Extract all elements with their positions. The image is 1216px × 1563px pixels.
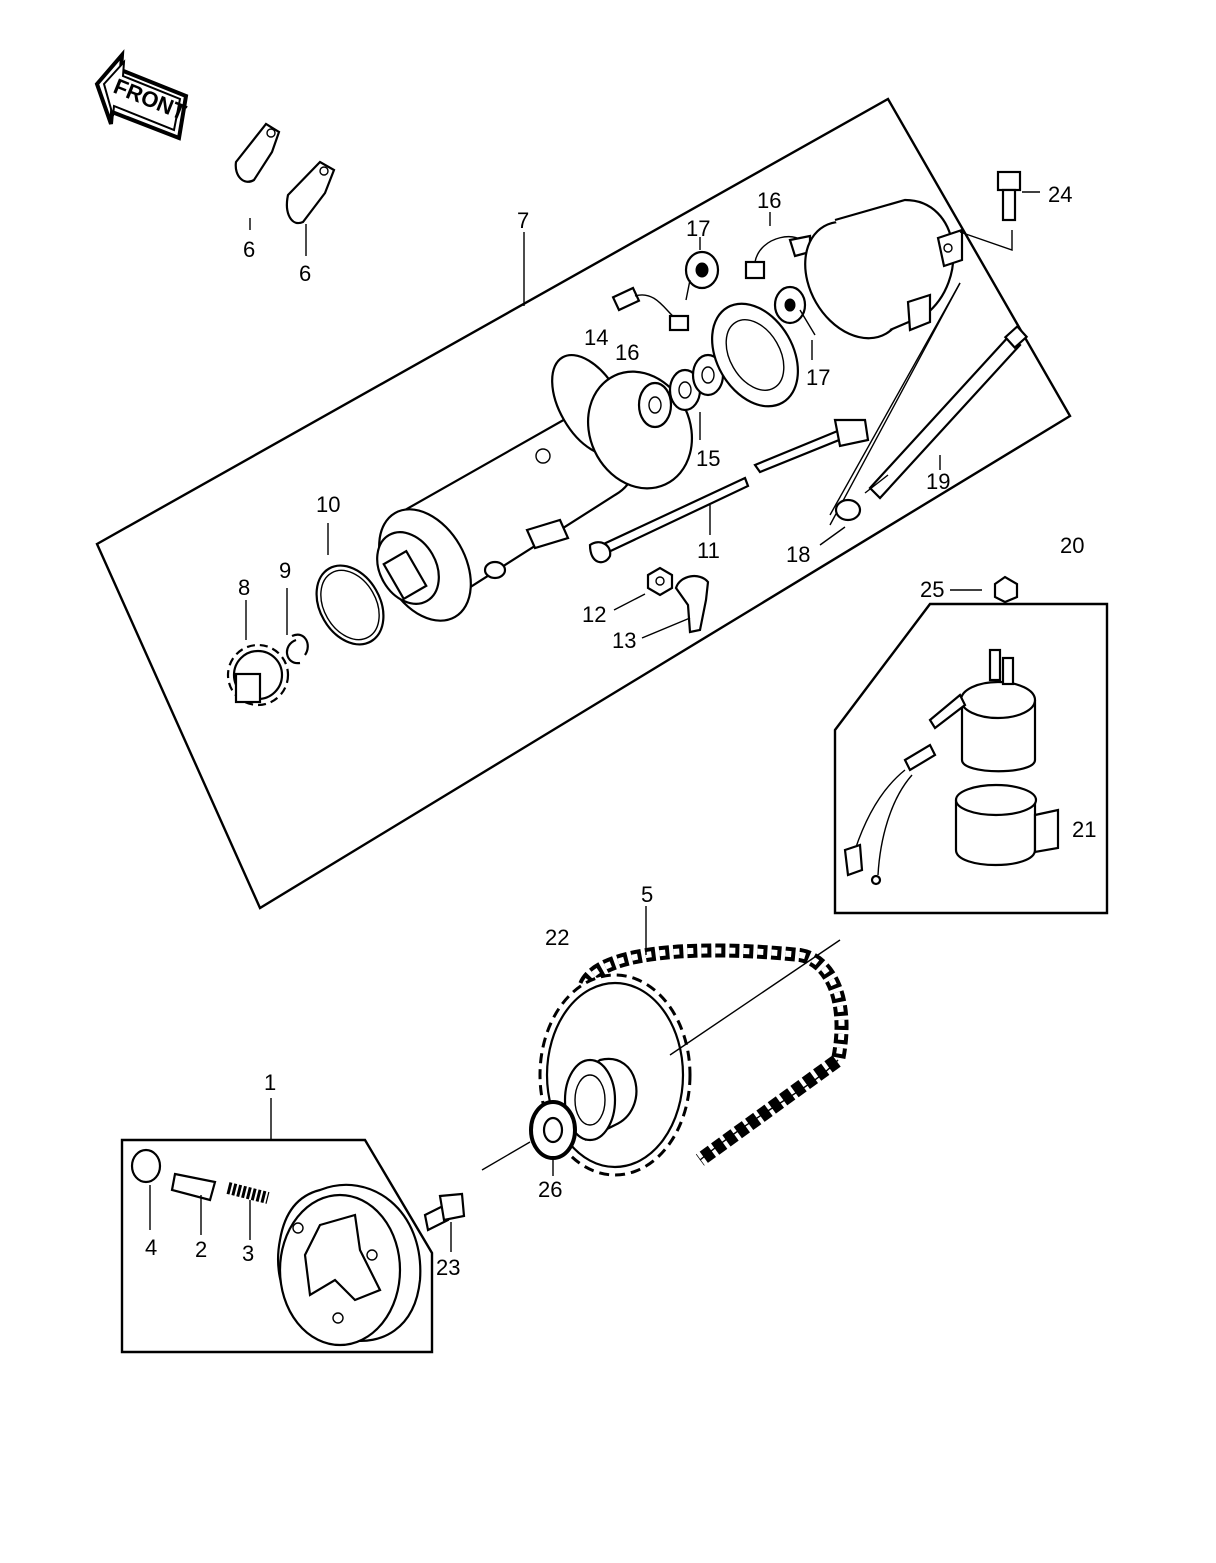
callout-18: 18 <box>786 542 810 567</box>
bracket-6a <box>234 122 281 183</box>
callout-25: 25 <box>920 577 944 602</box>
relay-frame <box>833 602 1109 915</box>
bearing-17a <box>684 250 720 301</box>
circlip-9 <box>286 633 309 665</box>
brush-plate <box>711 302 799 408</box>
callout-14: 14 <box>584 325 608 350</box>
callout-6a: 6 <box>243 237 255 262</box>
end-cover <box>804 198 964 340</box>
callout-23: 23 <box>436 1255 460 1280</box>
brush-16a <box>611 286 690 332</box>
callout-11: 11 <box>697 538 720 563</box>
spring-3 <box>226 1182 270 1204</box>
washer-26 <box>529 1100 577 1160</box>
callout-8: 8 <box>238 575 250 600</box>
front-arrow-icon: FRONT <box>94 49 190 141</box>
callout-6b: 6 <box>299 261 311 286</box>
callout-12: 12 <box>582 602 606 627</box>
callout-24: 24 <box>1048 182 1072 207</box>
bracket-6b <box>285 160 336 225</box>
o-ring-10 <box>315 564 385 646</box>
nut-25 <box>993 575 1019 604</box>
callout-16a: 16 <box>757 188 781 213</box>
bearing-17b <box>773 285 816 336</box>
nut-12 <box>646 566 674 597</box>
callout-3: 3 <box>242 1241 254 1266</box>
roller-4 <box>130 1148 162 1184</box>
callout-2: 2 <box>195 1237 207 1262</box>
clutch-frame <box>120 1138 434 1354</box>
bolt-24 <box>996 170 1022 222</box>
callout-17a: 17 <box>686 216 710 241</box>
callout-26: 26 <box>538 1177 562 1202</box>
callout-16b: 16 <box>615 340 639 365</box>
plunger-2 <box>170 1172 217 1202</box>
callout-9: 9 <box>279 558 291 583</box>
chain-22 <box>578 943 849 1166</box>
callout-15: 15 <box>696 446 720 471</box>
sprocket-5 <box>538 973 692 1177</box>
callout-17b: 17 <box>806 365 830 390</box>
bolt-19 <box>864 324 1029 500</box>
callout-1: 1 <box>264 1070 276 1095</box>
callout-20: 20 <box>1060 533 1084 558</box>
callout-7: 7 <box>517 208 529 233</box>
callout-13: 13 <box>612 628 636 653</box>
brush-16b <box>744 234 812 280</box>
callout-10: 10 <box>316 492 340 517</box>
relay-cover-21 <box>954 783 1060 866</box>
washer-18 <box>834 498 862 522</box>
one-way-clutch <box>277 1183 422 1347</box>
callout-5: 5 <box>641 882 653 907</box>
starter-relay <box>843 648 1037 886</box>
bolt-23 <box>423 1192 466 1232</box>
callout-4: 4 <box>145 1235 157 1260</box>
terminal-cap-13 <box>674 574 710 634</box>
starter-assembly-frame <box>95 97 1072 910</box>
lead-wire-11 <box>588 418 870 564</box>
gear-8 <box>226 643 290 707</box>
callout-22: 22 <box>545 925 569 950</box>
callout-19: 19 <box>926 469 950 494</box>
washers-15 <box>637 353 725 429</box>
callout-21: 21 <box>1072 817 1096 842</box>
